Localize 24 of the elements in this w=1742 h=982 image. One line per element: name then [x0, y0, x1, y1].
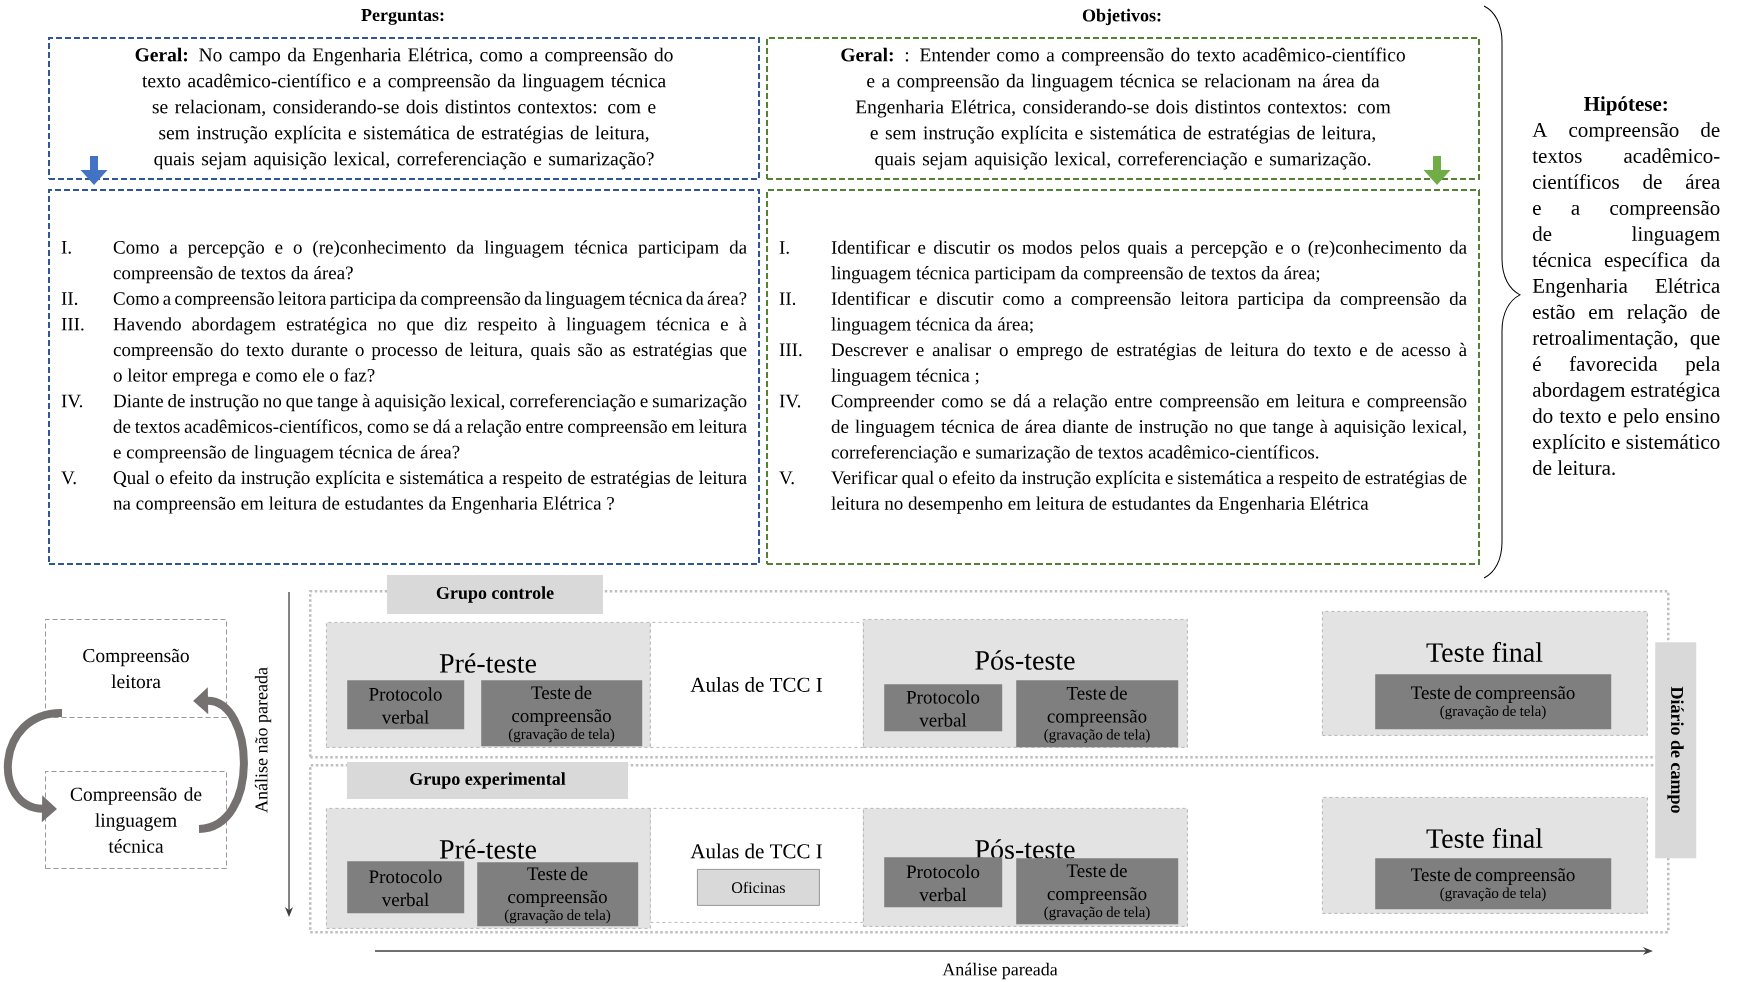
- task-box: Teste de compreensão (gravação de tela): [1375, 858, 1612, 910]
- task-box: Protocolo verbal: [347, 861, 465, 914]
- workshop-box: Oficinas: [697, 869, 820, 906]
- task-box: Teste de compreensão (gravação de tela): [481, 680, 643, 747]
- concept-box: Compreensão leitora: [45, 619, 227, 718]
- side-box: Diário de campo: [1655, 642, 1697, 859]
- hypothesis-text: Hipótese: A compreensão de textos acadêmico-científicos de área e a compreensão de linguagem técnica específica da Engenharia Elétrica estão em relação de retroalimentação, que é favorecida pela abordagem estratégica do texto e pelo ensino explícito e sistemático de leitura.: [1532, 96, 1720, 476]
- task-box: Protocolo verbal: [884, 684, 1003, 732]
- concept-box: Compreensão de linguagem técnica: [45, 771, 227, 869]
- heading-label: Perguntas:: [361, 9, 444, 25]
- task-box: Teste de compreensão (gravação de tela): [1016, 858, 1179, 925]
- task-box: Protocolo verbal: [884, 857, 1003, 908]
- class-box: Aulas de TCC I: [650, 622, 864, 748]
- heading-label: Análise não pareada: [254, 667, 272, 813]
- numbered-list-box: I. Identificar e discutir os modos pelos quais a percepção e o (re)conhecimento da linguagem técnica participam da compreensão de textos da área; II. Identificar e discutir como a compreensão leitora participa da compreensão da linguagem técnica da área; III. Descrever e analisar o emprego de estratégias de leitura do texto e de acesso à linguagem técnica ; IV. Compreender como se dá a relação entre compreensão em leitura e compreensão de linguagem técnica de área diante de instrução no que tange à aquisição lexical, correferenciação e sumarização de textos acadêmico-científicos. V. Verificar qual o efeito da instrução explícita e sistemática a respeito de estratégias de leitura no desempenho em leitura de estudantes da Engenharia Elétrica: [766, 189, 1480, 565]
- text-box: Geral: : Entender como a compreensão do texto acadêmico-científico e a compreensão da linguagem técnica se relacionam na área da Engenharia Elétrica, considerando-se dois distintos contextos: com e sem instrução explícita e sistemática de estratégias de leitura, quais sejam aquisição lexical, correferenciação e sumarização.: [766, 37, 1480, 180]
- heading-label: Objetivos:: [1082, 8, 1161, 26]
- heading-label: Análise pareada: [942, 962, 1058, 980]
- task-box: Teste de compreensão (gravação de tela): [1016, 680, 1179, 748]
- text-box: Geral: No campo da Engenharia Elétrica, como a compreensão do texto acadêmico-científico e a compreensão da linguagem técnica se relacionam, considerando-se dois distintos contextos: com e sem instrução explícita e sistemática de estratégias de leitura, quais sejam aquisição lexical, correferenciação e sumarização?: [48, 37, 760, 180]
- task-box: Teste de compreensão (gravação de tela): [477, 862, 639, 927]
- task-box: Teste de compreensão (gravação de tela): [1375, 674, 1612, 730]
- task-box: Protocolo verbal: [347, 680, 465, 730]
- numbered-list-box: I. Como a percepção e o (re)conhecimento da linguagem técnica participam da compreensão de textos da área? II. Como a compreensão leitora participa da compreensão da linguagem técnica da área? III. Havendo abordagem estratégica no que diz respeito à linguagem técnica e à compreensão do texto durante o processo de leitura, quais são as estratégias que o leitor emprega e como ele o faz? IV. Diante de instrução no que tange à aquisição lexical, correferenciação e sumarização de textos acadêmicos-científicos, como se dá a relação entre compreensão em leitura e compreensão de linguagem técnica de área? V. Qual o efeito da instrução explícita e sistemática a respeito de estratégias de leitura na compreensão em leitura de estudantes da Engenharia Elétrica ?: [48, 189, 760, 565]
